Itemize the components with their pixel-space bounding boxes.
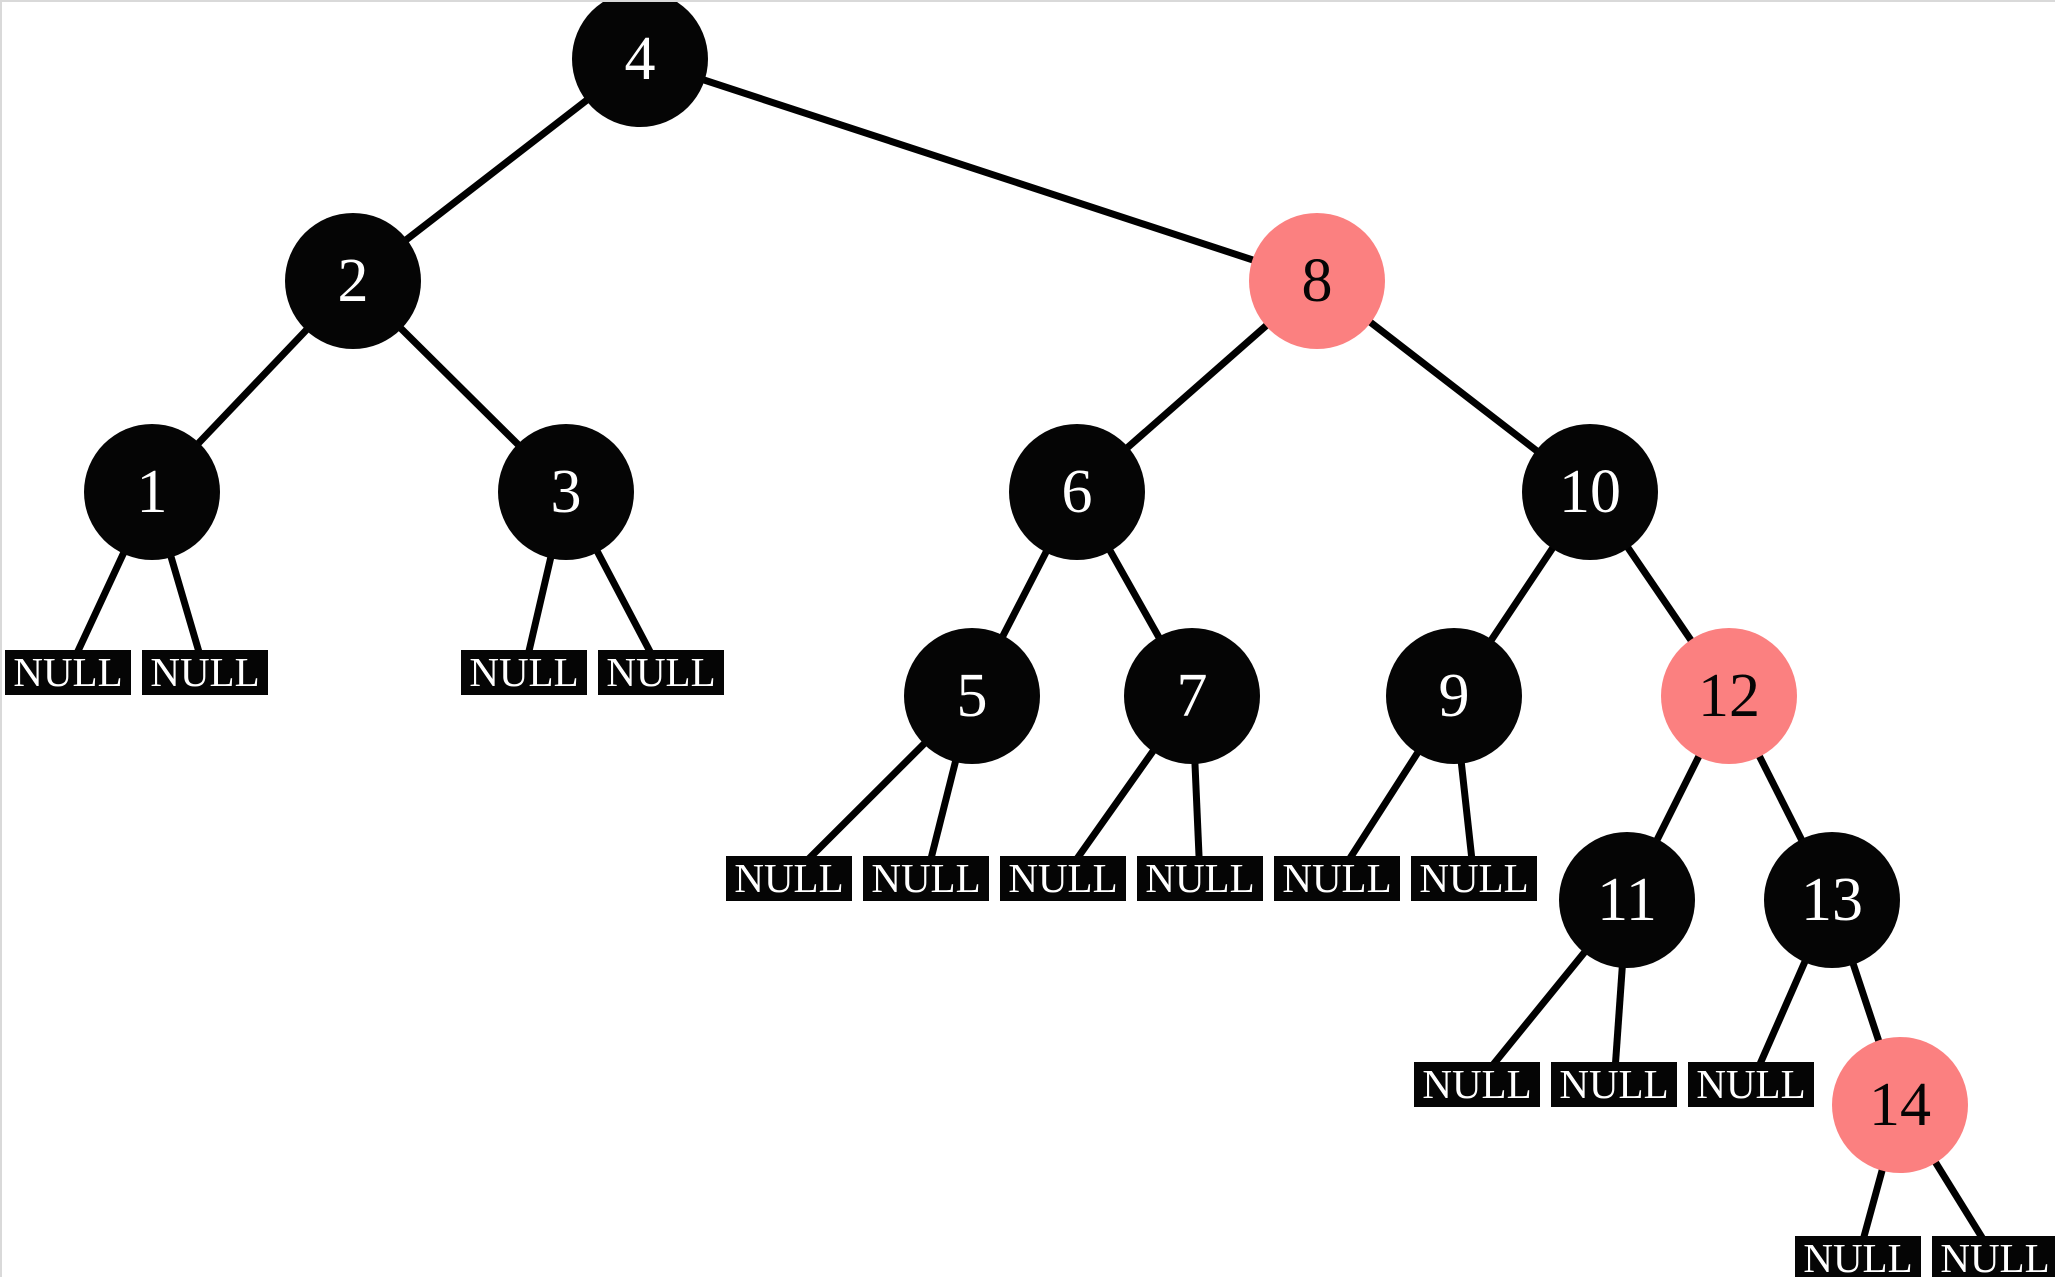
tree-node-label: 4 xyxy=(624,25,656,93)
tree-node-label: 6 xyxy=(1061,458,1093,526)
tree-node-13[interactable]: 13 xyxy=(1764,832,1900,968)
tree-node-6[interactable]: 6 xyxy=(1009,424,1145,560)
tree-node-5[interactable]: 5 xyxy=(904,628,1040,764)
tree-node-label: 7 xyxy=(1176,662,1208,730)
tree-node-label: 5 xyxy=(956,662,988,730)
null-leaf-label: NULL xyxy=(606,649,716,695)
null-leaf: NULL xyxy=(598,650,724,695)
null-leaf: NULL xyxy=(1414,1062,1540,1107)
tree-node-12[interactable]: 12 xyxy=(1661,628,1797,764)
null-leaf: NULL xyxy=(5,650,131,695)
null-leaf-label: NULL xyxy=(1419,855,1529,901)
tree-node-9[interactable]: 9 xyxy=(1386,628,1522,764)
tree-node-4[interactable]: 4 xyxy=(572,2,708,127)
null-leaf-label: NULL xyxy=(1145,855,1255,901)
tree-node-label: 13 xyxy=(1801,866,1863,934)
tree-node-2[interactable]: 2 xyxy=(285,213,421,349)
null-leaf: NULL xyxy=(1411,856,1537,901)
null-leaf: NULL xyxy=(1688,1062,1814,1107)
tree-node-label: 3 xyxy=(550,458,582,526)
tree-node-label: 11 xyxy=(1597,866,1657,934)
null-leaf: NULL xyxy=(726,856,852,901)
tree-node-label: 10 xyxy=(1559,458,1621,526)
null-leaf-label: NULL xyxy=(1282,855,1392,901)
null-leaf-label: NULL xyxy=(871,855,981,901)
null-leaf-label: NULL xyxy=(734,855,844,901)
tree-node-label: 2 xyxy=(337,247,369,315)
null-leaf-label: NULL xyxy=(1940,1235,2050,1277)
null-leaf: NULL xyxy=(863,856,989,901)
tree-node-14[interactable]: 14 xyxy=(1832,1037,1968,1173)
null-leaf-label: NULL xyxy=(1008,855,1118,901)
tree-node-label: 12 xyxy=(1698,662,1760,730)
null-leaf-label: NULL xyxy=(1422,1061,1532,1107)
null-leaf-label: NULL xyxy=(469,649,579,695)
tree-node-label: 8 xyxy=(1301,247,1333,315)
tree-node-label: 1 xyxy=(136,458,168,526)
null-leaf: NULL xyxy=(1932,1236,2055,1277)
null-leaf-label: NULL xyxy=(150,649,260,695)
tree-node-11[interactable]: 11 xyxy=(1559,832,1695,968)
null-leaf: NULL xyxy=(1551,1062,1677,1107)
null-leaf-label: NULL xyxy=(1696,1061,1806,1107)
null-leaf-label: NULL xyxy=(1559,1061,1669,1107)
null-leaf: NULL xyxy=(1137,856,1263,901)
null-leaf: NULL xyxy=(1795,1236,1921,1277)
null-leaf: NULL xyxy=(1274,856,1400,901)
tree-edge xyxy=(638,55,1319,285)
null-leaf: NULL xyxy=(461,650,587,695)
null-leaf-label: NULL xyxy=(1803,1235,1913,1277)
null-leaf-label: NULL xyxy=(13,649,123,695)
tree-node-label: 9 xyxy=(1438,662,1470,730)
tree-node-3[interactable]: 3 xyxy=(498,424,634,560)
tree-node-10[interactable]: 10 xyxy=(1522,424,1658,560)
tree-node-7[interactable]: 7 xyxy=(1124,628,1260,764)
tree-node-label: 14 xyxy=(1869,1071,1931,1139)
tree-node-1[interactable]: 1 xyxy=(84,424,220,560)
null-leaf: NULL xyxy=(1000,856,1126,901)
tree-node-8[interactable]: 8 xyxy=(1249,213,1385,349)
null-leaf: NULL xyxy=(142,650,268,695)
